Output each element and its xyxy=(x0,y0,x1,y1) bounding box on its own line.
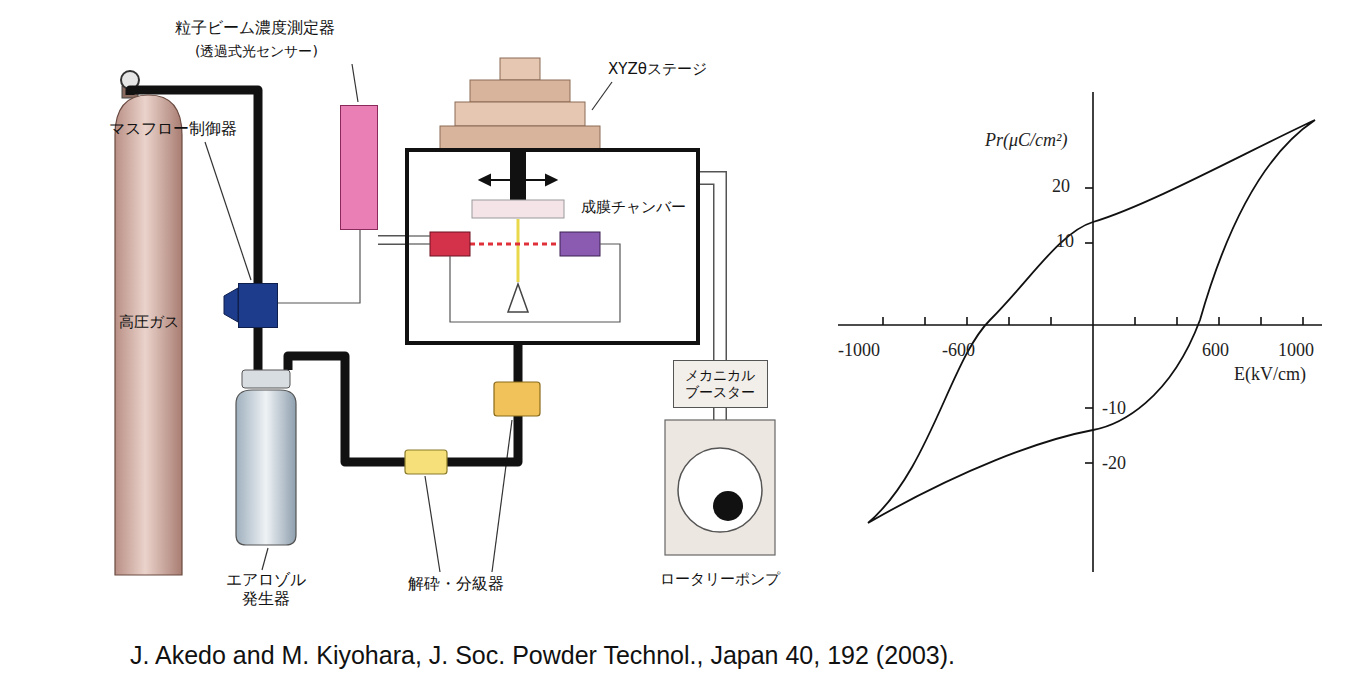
deposition-chamber: 成膜チャンバー xyxy=(405,148,700,345)
light-beam xyxy=(470,243,560,246)
axis-title: E(kV/cm) xyxy=(1234,364,1306,386)
node-label: (透過式光センサー) xyxy=(195,43,318,60)
stage-tier xyxy=(500,58,540,80)
substrate xyxy=(472,200,564,218)
leader-line xyxy=(352,64,358,102)
node-label: マスフロー制御器 xyxy=(109,119,237,138)
motion-arrow xyxy=(480,175,556,185)
stage-tier xyxy=(455,102,585,126)
connector xyxy=(278,230,360,303)
y-axis xyxy=(1092,92,1094,572)
pe-chart xyxy=(838,92,1322,572)
gas-pipe xyxy=(288,345,518,462)
node-label: 高圧ガス xyxy=(118,313,179,331)
node-label: 成膜チャンバー xyxy=(581,198,686,216)
connector xyxy=(378,240,405,241)
stage-tier xyxy=(440,126,600,150)
sensor-wire xyxy=(405,236,620,322)
connector xyxy=(288,345,518,462)
tick-label: 10 xyxy=(1056,231,1074,253)
tick-label: 20 xyxy=(1052,176,1070,198)
mfc-port xyxy=(224,288,238,322)
node-label: XYZθステージ xyxy=(608,60,707,78)
classifier-box xyxy=(494,382,540,416)
rotary-pump: ロータリーポンプ xyxy=(665,420,775,555)
jar-outline xyxy=(232,370,300,545)
connector xyxy=(700,178,720,360)
caption: J. Akedo and M. Kiyohara, J. Soc. Powder… xyxy=(130,640,955,670)
pump-outline xyxy=(665,420,775,555)
axis-title: Pr(μC/cm²) xyxy=(985,130,1067,152)
node-label: ロータリーポンプ xyxy=(655,570,785,588)
leader-line xyxy=(592,82,612,110)
aerosol-generator: エアロゾル 発生器 xyxy=(232,370,300,545)
vacuum-hose xyxy=(700,178,720,360)
jar-body xyxy=(236,390,296,545)
hysteresis-loop xyxy=(868,120,1315,523)
vacuum-hose-inner xyxy=(715,408,726,420)
light-detector xyxy=(560,232,600,256)
pump-rotor-housing xyxy=(678,448,762,532)
tick-label: 1000 xyxy=(1278,340,1314,362)
gas-pipe xyxy=(254,328,263,370)
beam-concentration-sensor: 粒子ビーム濃度測定器(透過式光センサー) xyxy=(340,105,378,230)
pump-rotor xyxy=(713,491,743,521)
tick-label: 600 xyxy=(1202,340,1229,362)
xyz-stage: XYZθステージ xyxy=(440,58,600,150)
cable-inner xyxy=(378,237,405,244)
classifier-box xyxy=(405,450,447,474)
leader-line xyxy=(262,548,268,570)
tick-label: -10 xyxy=(1102,398,1126,420)
stage-outline xyxy=(440,58,600,150)
mass-flow-controller: マスフロー制御器 xyxy=(238,283,278,328)
gas-cylinder: 高圧ガス xyxy=(115,95,182,575)
node-label: 粒子ビーム濃度測定器 xyxy=(175,18,335,37)
mechanical-booster: メカニカル ブースター xyxy=(673,360,768,408)
tick-label: -20 xyxy=(1102,453,1126,475)
cylinder-outline xyxy=(115,95,182,575)
leader-line xyxy=(205,142,251,280)
cable xyxy=(378,235,405,245)
stage-shaft xyxy=(510,150,526,200)
node-label: エアロゾル 発生器 xyxy=(224,570,309,608)
connector xyxy=(720,408,721,420)
stage-tier xyxy=(470,80,570,102)
x-axis xyxy=(838,324,1322,326)
leader-line xyxy=(425,476,440,572)
node-label: メカニカル ブースター xyxy=(683,367,757,401)
signal-wire xyxy=(278,230,360,303)
vacuum-hose xyxy=(713,408,727,420)
connector xyxy=(258,328,259,370)
vacuum-hose-inner xyxy=(700,178,720,360)
light-source xyxy=(430,232,470,256)
cylinder-body xyxy=(115,95,182,575)
tick-label: -600 xyxy=(942,340,975,362)
pump-housing xyxy=(665,420,775,555)
part-label: 解砕・分級器 xyxy=(408,574,504,593)
leader-line xyxy=(492,420,512,572)
tick-label: -1000 xyxy=(838,340,880,362)
y-ticks xyxy=(1085,188,1093,463)
nozzle xyxy=(508,284,528,312)
particle-beam xyxy=(517,219,520,282)
x-ticks xyxy=(883,317,1303,325)
jar-lid xyxy=(242,370,290,388)
